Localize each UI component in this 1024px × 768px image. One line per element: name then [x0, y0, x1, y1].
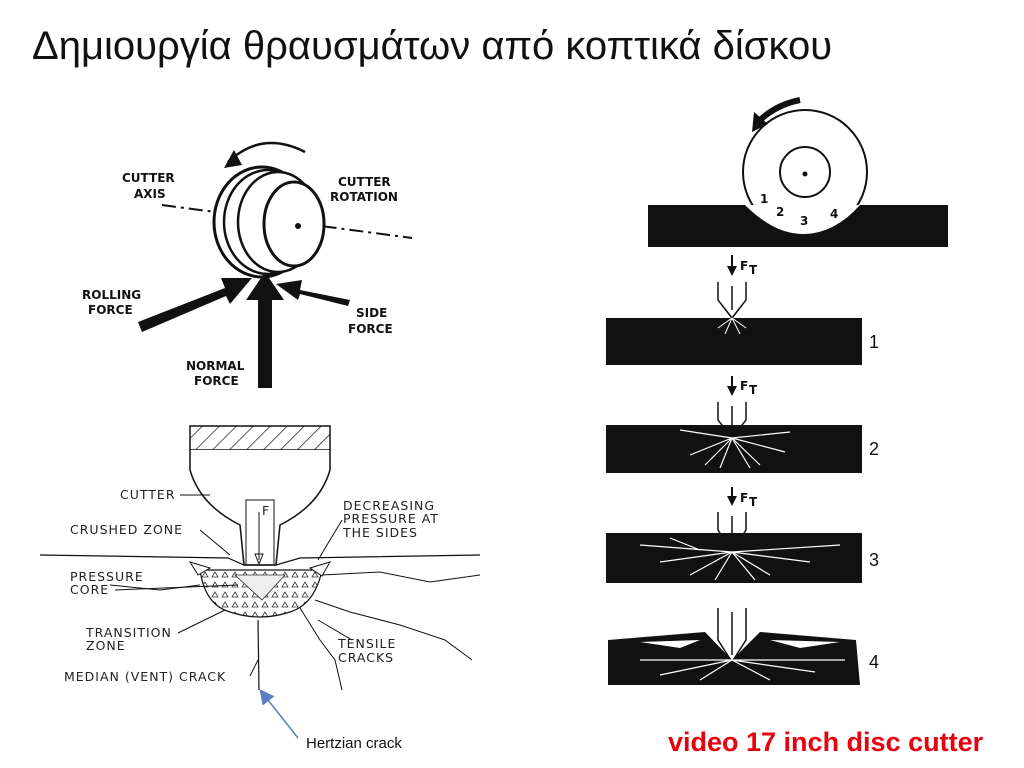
label-decreasing-pressure-1: DECREASING: [343, 498, 435, 513]
median-crack: [257, 619, 260, 691]
label-crushed-zone: CRUSHED ZONE: [70, 522, 183, 537]
label-transition-zone-2: ZONE: [86, 638, 126, 653]
stage-3: F T 3: [606, 487, 879, 583]
stage-4-slab: [608, 632, 860, 685]
label-cutter: CUTTER: [120, 487, 176, 502]
label-decreasing-pressure-2: PRESSURE AT: [343, 511, 439, 526]
label-median-crack: MEDIAN (VENT) CRACK: [64, 669, 226, 684]
rolling-force-arrow: [138, 278, 252, 332]
zone-crosssection-figure: F CUTTER CRUSHED ZONE PRESSURE CORE TRAN…: [39, 425, 481, 752]
label-cutter-rotation-1: CUTTER: [338, 175, 391, 189]
stage-3-slab: [606, 533, 862, 583]
rock-surface: [39, 554, 481, 566]
stage-3-force-sub: T: [749, 495, 758, 509]
label-side-force-2: FORCE: [348, 322, 393, 336]
stage-2-number: 2: [869, 439, 879, 459]
stage-3-number: 3: [869, 550, 879, 570]
side-force-arrow: [276, 280, 350, 306]
stage-4-number: 4: [869, 652, 879, 672]
stage-1-force: F: [740, 259, 748, 273]
disc-stages-figure: 1 2 3 4 F T 1 F T 2: [606, 97, 948, 685]
label-side-force-1: SIDE: [356, 306, 387, 320]
stage-1-number: 1: [869, 332, 879, 352]
stage-1-force-sub: T: [749, 263, 758, 277]
stage-1-slab: [606, 318, 862, 365]
normal-force-arrow: [246, 272, 284, 388]
stage-3-force: F: [740, 491, 748, 505]
disc-position-2: 2: [776, 205, 784, 219]
label-cutter-axis-1: CUTTER: [122, 171, 175, 185]
label-pressure-core-2: CORE: [70, 582, 109, 597]
stage-1: F T 1: [606, 255, 879, 365]
label-rolling-force-2: FORCE: [88, 303, 133, 317]
hertzian-arrow: [259, 689, 299, 739]
disc-position-3: 3: [800, 214, 808, 228]
label-transition-zone-1: TRANSITION: [85, 625, 172, 640]
label-tensile-cracks-2: CRACKS: [338, 650, 394, 665]
cutter-hub: [262, 180, 326, 268]
label-force-f: F: [262, 503, 270, 518]
stage-4: 4: [608, 608, 879, 685]
disc-position-4: 4: [830, 207, 838, 221]
disc-position-1: 1: [760, 192, 768, 206]
label-rolling-force-1: ROLLING: [82, 288, 141, 302]
label-normal-force-2: FORCE: [194, 374, 239, 388]
pressure-core: [233, 574, 286, 601]
video-link[interactable]: video 17 inch disc cutter: [668, 727, 984, 757]
cutter-axis-line: [161, 204, 413, 239]
stage-2-force-sub: T: [749, 383, 758, 397]
stage-2-force: F: [740, 379, 748, 393]
label-pressure-core-1: PRESSURE: [70, 569, 144, 584]
slide-title: Δημιουργία θραυσμάτων από κοπτικά δίσκου: [32, 24, 833, 68]
cutter-profile: [189, 450, 331, 566]
label-decreasing-pressure-3: THE SIDES: [342, 525, 418, 540]
stage-2-slab: [606, 425, 862, 473]
cutter-hatched-top: [189, 425, 331, 451]
rotation-arc-icon: [227, 141, 306, 163]
label-normal-force-1: NORMAL: [186, 359, 245, 373]
disc-forces-figure: CUTTER AXIS CUTTER ROTATION ROLLING FORC…: [82, 141, 413, 388]
label-cutter-axis-2: AXIS: [134, 187, 166, 201]
stage-2: F T 2: [606, 376, 879, 473]
label-hertzian-crack: Hertzian crack: [306, 735, 402, 752]
label-cutter-rotation-2: ROTATION: [330, 190, 398, 204]
label-tensile-cracks-1: TENSILE: [337, 636, 396, 651]
